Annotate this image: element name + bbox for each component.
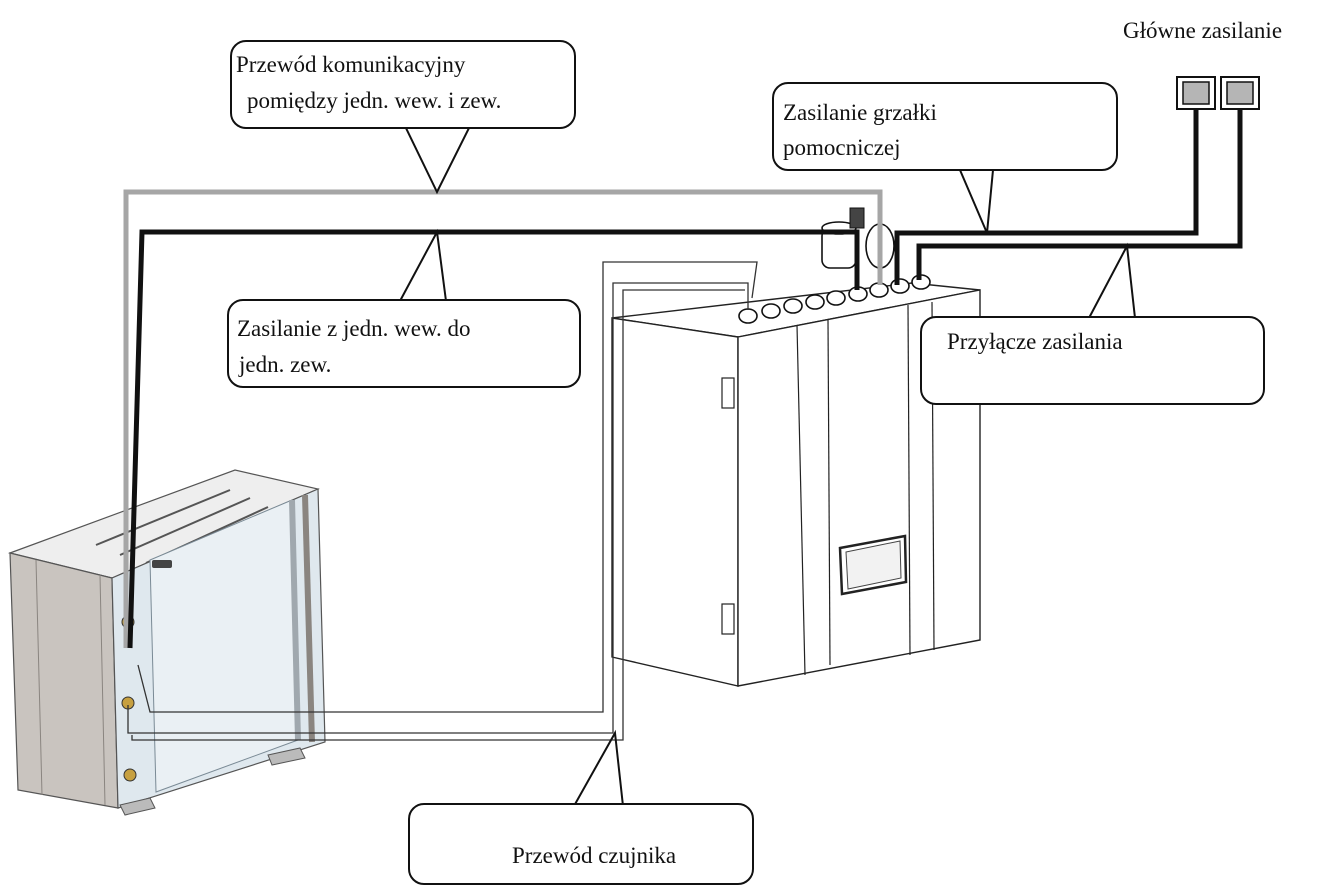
main-power-label: Główne zasilanie: [1123, 18, 1283, 43]
indoor-unit: [611, 207, 981, 687]
control-panel-display-icon: [838, 534, 908, 596]
indoor-outdoor-power-cable: [127, 229, 860, 649]
indoor-outdoor-label-line2: jedn. zew.: [239, 352, 332, 377]
sensor-cable-a: [127, 282, 749, 734]
main-power-cable: [916, 105, 1243, 280]
heater-power-cable: [894, 105, 1199, 285]
callout-power-connection: [920, 316, 1265, 405]
communication-cable: [123, 189, 883, 648]
callout-communication-cable: [230, 40, 576, 129]
sensor-cable-b: [137, 261, 758, 713]
heater-power-label-line1: Zasilanie grzałki: [783, 100, 937, 125]
sensor-cable-label: Przewód czujnika: [512, 843, 677, 868]
callout-indoor-outdoor-power: [227, 299, 581, 388]
sensor-cable-c: [131, 289, 745, 741]
callout-heater-power: [772, 82, 1118, 171]
heater-power-label-line2: pomocniczej: [783, 135, 901, 160]
comm-cable-label-line1: Przewód komunikacyjny: [236, 52, 466, 77]
cable-glands: [738, 274, 931, 324]
power-connection-label: Przyłącze zasilania: [947, 329, 1123, 354]
callout-leaders: [399, 125, 1136, 807]
indoor-outdoor-label-line1: Zasilanie z jedn. wew. do: [237, 316, 471, 341]
comm-cable-label-line2: pomiędzy jedn. wew. i zew.: [247, 88, 502, 113]
wall-switch-icon: [1176, 76, 1260, 110]
outdoor-unit: [7, 469, 326, 816]
callout-sensor-cable: [408, 803, 754, 885]
